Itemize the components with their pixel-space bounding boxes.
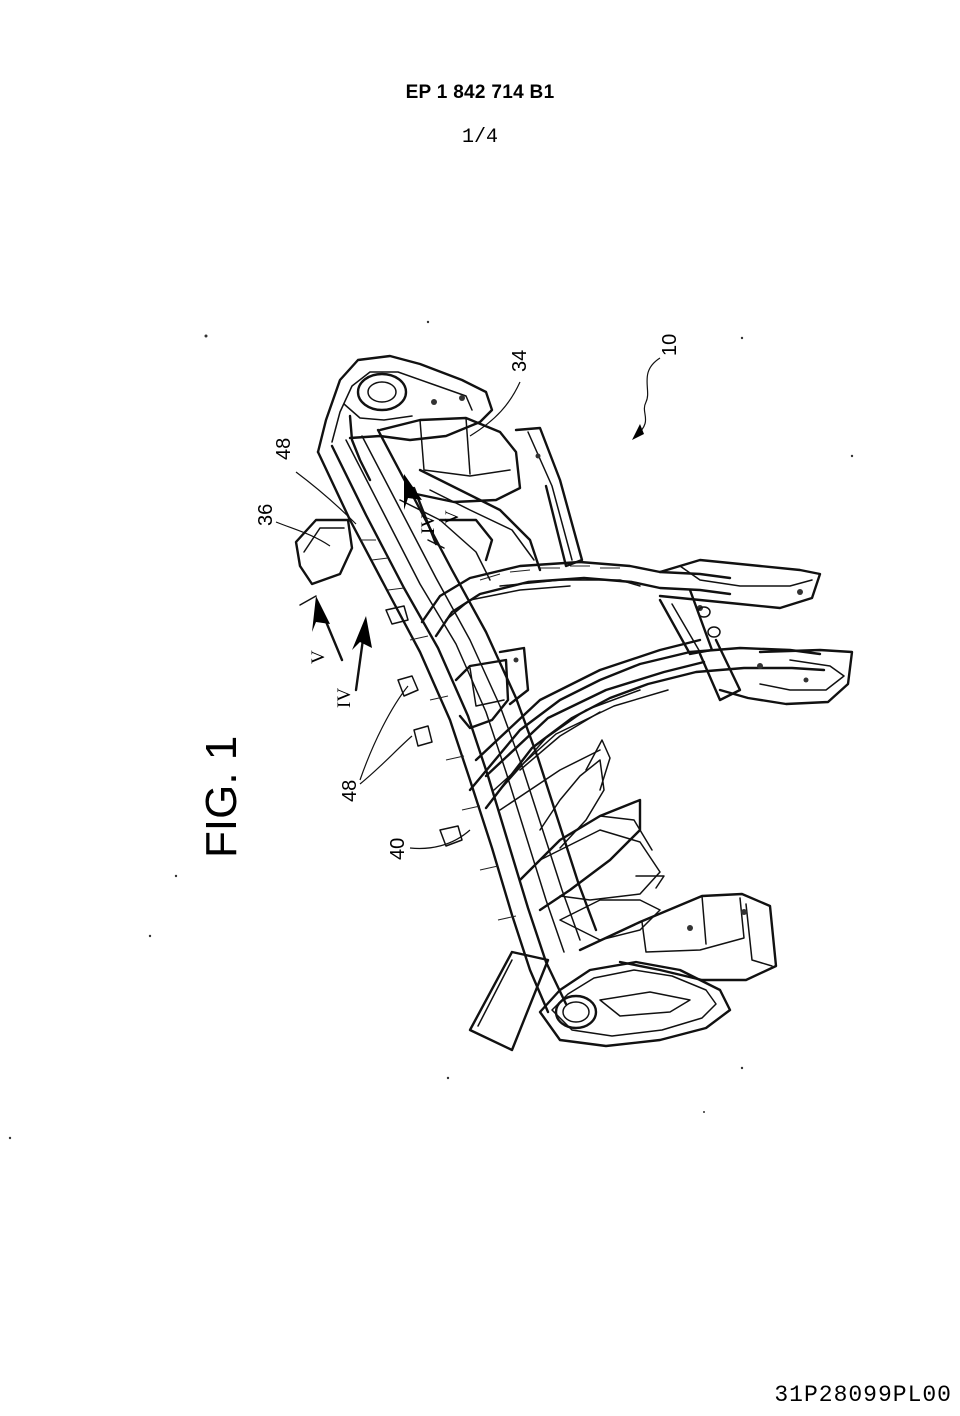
section-line-right bbox=[427, 539, 445, 549]
arrowhead-icon bbox=[312, 596, 330, 632]
section-marker-v-right: V bbox=[442, 510, 463, 524]
leader-10 bbox=[635, 357, 661, 437]
leader-40 bbox=[409, 829, 471, 850]
leader-36 bbox=[275, 521, 331, 547]
leader-48-bottom-a bbox=[359, 685, 409, 781]
arrowhead-icon bbox=[632, 424, 644, 440]
sheet-number: 1/4 bbox=[461, 126, 498, 149]
ref-48-top: 48 bbox=[273, 438, 295, 460]
section-marker-iv-left: IV bbox=[334, 688, 355, 708]
section-marker-v-left: V bbox=[308, 650, 329, 664]
leader-48-bottom-b bbox=[359, 735, 413, 785]
section-marker-iv-right: IV bbox=[418, 514, 439, 534]
ref-48-bottom: 48 bbox=[339, 780, 361, 802]
figure-caption: FIG. 1 bbox=[197, 736, 246, 858]
arrowhead-icon bbox=[352, 616, 372, 650]
ref-40: 40 bbox=[387, 838, 409, 860]
ref-34: 34 bbox=[509, 350, 531, 372]
ref-36: 36 bbox=[255, 504, 277, 526]
leader-34 bbox=[469, 381, 521, 437]
leader-48-top bbox=[295, 471, 357, 525]
leader-lines bbox=[275, 357, 661, 850]
frame-structure bbox=[294, 354, 854, 1052]
publication-number: EP 1 842 714 B1 bbox=[405, 82, 555, 103]
scan-specks bbox=[8, 320, 854, 1140]
section-arrows bbox=[299, 474, 445, 692]
ref-10: 10 bbox=[659, 334, 681, 356]
section-line-left bbox=[299, 595, 317, 606]
arrowhead-icon bbox=[404, 474, 422, 510]
document-code: 31P28099PL00 bbox=[774, 1382, 952, 1408]
